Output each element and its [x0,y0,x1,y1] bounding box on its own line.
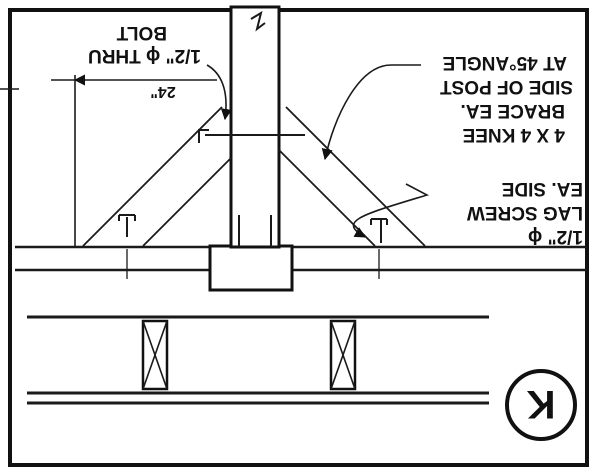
lag-screw-symbol-left [370,218,388,279]
key-circle [505,369,577,441]
detail-key-badge: K [505,369,577,441]
frame-border [8,8,589,467]
lag-screw-line-2: LAG SCREW [467,202,583,223]
post-base [208,244,294,292]
thru-bolt-line-1: 1/2" ϕ THRU [88,45,201,66]
bolt-symbol-upper-right [198,129,209,143]
label-lag-screw: 1/2" ϕ LAG SCREW EA. SIDE [467,178,583,247]
knee-brace-line-1: 4 X 4 KNEE [463,124,565,145]
label-knee-brace: 4 X 4 KNEE BRACE EA. SIDE OF POST AT 45°… [440,52,573,145]
thru-bolt-line-2: BOLT [116,22,167,43]
knee-brace-right [82,106,232,247]
rotated-drawing: K [0,5,589,467]
lower-beams [27,315,489,405]
post [229,5,281,249]
dimension-label: 24" [150,83,175,100]
blocking-left [329,319,357,391]
knee-brace-line-3: SIDE OF POST [440,76,573,97]
main-beam [15,245,587,272]
lag-screw-line-1: 1/2" ϕ [528,226,583,247]
leader-lag-screw [352,183,430,238]
knee-brace-left [278,106,426,247]
leader-thru-bolt [206,64,232,121]
blocking-right [141,319,169,391]
label-thru-bolt: 1/2" ϕ THRU BOLT [88,22,201,66]
leader-knee-brace [321,64,421,161]
lag-screw-symbol-right [118,214,136,279]
key-letter: K [526,382,555,426]
knee-brace-line-4: AT 45°ANGLE [443,52,567,73]
lag-screw-line-3: EA. SIDE [502,178,583,199]
knee-brace-line-2: BRACE EA. [460,100,565,121]
dimension-24 [0,74,217,247]
